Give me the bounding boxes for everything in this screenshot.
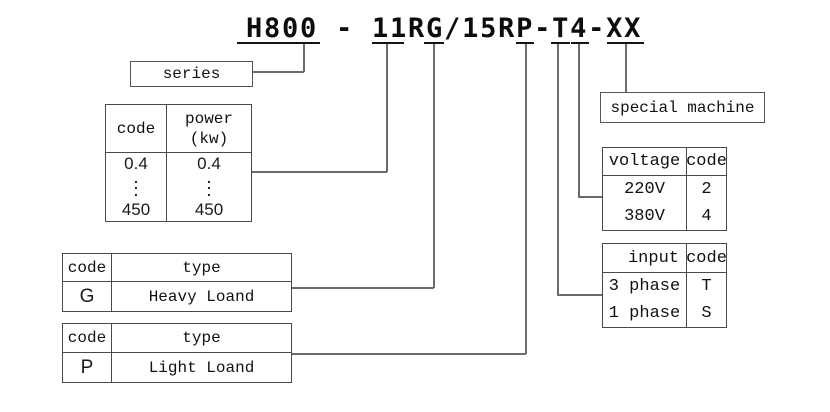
input-code-t: T xyxy=(701,277,712,296)
leader-power-horizontal xyxy=(251,171,387,173)
underline-voltage-segment xyxy=(571,42,589,45)
series-label: series xyxy=(162,65,221,83)
input-codes-col: T S xyxy=(687,273,726,327)
underline-special-segment xyxy=(607,42,644,45)
power-code-ellipsis: . . . xyxy=(131,171,141,201)
input-header-input: input xyxy=(603,244,687,272)
light-header-type: type xyxy=(182,329,221,347)
power-header-line1: power xyxy=(184,109,233,128)
leader-series-horizontal xyxy=(252,71,304,73)
voltage-body: 220V 380V 2 4 xyxy=(603,176,726,230)
input-row-1phase: 1 phase xyxy=(608,304,681,323)
leader-input-vertical xyxy=(557,44,559,295)
power-table-header-code: code xyxy=(106,105,167,152)
leader-voltage-vertical xyxy=(578,44,580,197)
light-header-code: code xyxy=(63,324,112,352)
input-body: 3 phase 1 phase T S xyxy=(603,273,726,327)
voltage-header-voltage: voltage xyxy=(603,148,687,175)
leader-heavy-horizontal xyxy=(291,287,434,289)
light-type-cell: Light Loand xyxy=(148,358,255,377)
leader-special-vertical xyxy=(625,44,627,92)
special-machine-label-box: special machine xyxy=(600,92,765,123)
power-header-line2: (kw) xyxy=(189,129,229,148)
power-table-body-row: 0.4 . . . 450 0.4 . . . 450 xyxy=(106,153,251,221)
light-type-header-row: code type xyxy=(63,324,291,353)
voltage-row-220: 220V xyxy=(624,180,665,199)
power-code-max: 450 xyxy=(121,200,151,219)
power-table: code power (kw) 0.4 . . . 450 0.4 . . xyxy=(105,104,252,222)
input-code-s: S xyxy=(701,304,712,323)
power-table-header-power: power (kw) xyxy=(167,105,251,152)
light-code-cell: P xyxy=(63,353,112,382)
input-header-row: input code xyxy=(603,244,726,273)
leader-series-vertical xyxy=(303,44,305,72)
heavy-type-header-row: code type xyxy=(63,254,291,282)
leader-light-horizontal xyxy=(291,353,526,355)
underline-input-segment xyxy=(551,42,570,45)
power-kw-min: 0.4 xyxy=(197,154,221,173)
voltage-header-row: voltage code xyxy=(603,148,726,176)
leader-voltage-horizontal xyxy=(578,196,603,198)
leader-input-horizontal xyxy=(557,294,603,296)
voltage-code-2: 2 xyxy=(701,180,712,199)
input-header-code: code xyxy=(687,248,726,268)
voltage-header-code: code xyxy=(687,152,726,171)
model-number-title: H800 - 11RG/15RP-T4-XX xyxy=(246,13,643,44)
underline-light-type-segment xyxy=(516,42,534,45)
heavy-header-code: code xyxy=(63,254,112,281)
leader-heavy-vertical xyxy=(433,44,435,288)
heavy-type-body-row: G Heavy Loand xyxy=(63,282,291,311)
underline-series-segment xyxy=(237,42,320,45)
power-code-range-cell: 0.4 . . . 450 xyxy=(106,153,167,221)
voltage-codes-col: 2 4 xyxy=(687,176,726,230)
power-kw-ellipsis: . . . xyxy=(204,171,214,201)
light-type-body-row: P Light Loand xyxy=(63,353,291,382)
underline-heavy-type-segment xyxy=(424,42,444,45)
power-kw-max: 450 xyxy=(194,200,224,219)
voltage-table: voltage code 220V 380V 2 4 xyxy=(602,147,727,231)
voltage-code-4: 4 xyxy=(701,207,712,226)
input-row-3phase: 3 phase xyxy=(608,277,681,296)
series-label-box: series xyxy=(130,61,253,87)
leader-light-vertical xyxy=(525,44,527,354)
input-values-col: 3 phase 1 phase xyxy=(603,273,687,327)
power-kw-range-cell: 0.4 . . . 450 xyxy=(167,153,251,221)
power-code-min: 0.4 xyxy=(124,154,148,173)
heavy-header-type: type xyxy=(182,258,221,277)
voltage-values-col: 220V 380V xyxy=(603,176,687,230)
input-table: input code 3 phase 1 phase T S xyxy=(602,243,727,328)
leader-power-vertical xyxy=(386,44,388,172)
heavy-type-table: code type G Heavy Loand xyxy=(62,253,292,312)
power-table-header-row: code power (kw) xyxy=(106,105,251,153)
voltage-row-380: 380V xyxy=(624,207,665,226)
light-type-table: code type P Light Loand xyxy=(62,323,292,383)
heavy-type-cell: Heavy Loand xyxy=(148,287,255,306)
heavy-code-cell: G xyxy=(63,282,112,311)
special-machine-label: special machine xyxy=(610,98,755,117)
underline-power-segment xyxy=(372,42,404,45)
